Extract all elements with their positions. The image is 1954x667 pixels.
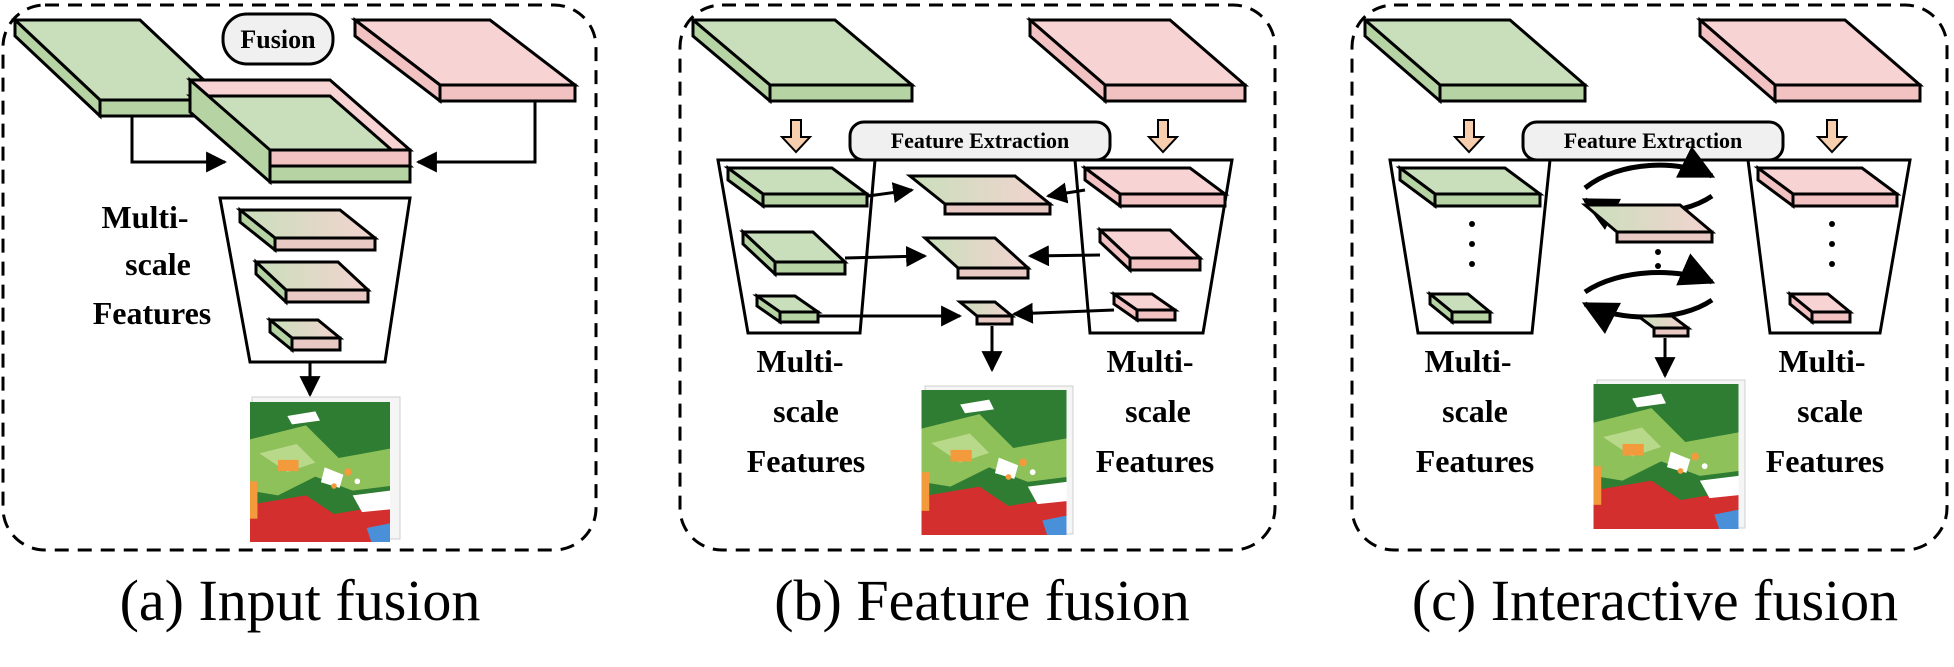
panel-a-feature-2 — [252, 258, 372, 306]
panel-c-right-feature-1 — [1753, 165, 1902, 209]
panel-b-pink-input — [1025, 16, 1250, 105]
panel-b-left-down-arrow — [779, 119, 813, 154]
panel-c-fused-feature-1 — [1580, 203, 1717, 244]
panel-a-features-label-3: Features — [93, 295, 211, 331]
panel-c-right-label-2: scale — [1797, 393, 1863, 429]
panel-b-right-down-arrow — [1146, 119, 1180, 154]
panel-c-right-down-arrow — [1815, 119, 1849, 154]
panel-a-feature-1 — [235, 206, 380, 254]
panel-a-features-label-2: scale — [125, 246, 191, 282]
panel-a-features-label-1: Multi- — [101, 199, 188, 235]
panel-c-left-down-arrow — [1452, 119, 1486, 154]
panel-b-right-label-1: Multi- — [1106, 343, 1193, 379]
panel-b-right-feature-3 — [1109, 291, 1180, 323]
panel-b-left-label-1: Multi- — [756, 343, 843, 379]
panel-b-left-feature-3 — [752, 293, 823, 325]
panel-a-frame — [1, 3, 598, 552]
panel-a-feature-3 — [265, 316, 345, 354]
caption-c: (c) Interactive fusion — [1412, 568, 1898, 633]
panel-b-left-feature-1 — [723, 165, 872, 209]
panel-c-extraction-label: Feature Extraction — [1564, 128, 1743, 153]
panel-b-right-feature-1 — [1080, 165, 1230, 209]
panel-c-pink-input — [1695, 16, 1925, 105]
panel-b-arrow-l2 — [844, 245, 928, 267]
pink-merge-arrow — [415, 101, 537, 173]
panel-c-right-feature-2 — [1785, 290, 1855, 326]
panel-b-extraction-label: Feature Extraction — [891, 128, 1070, 153]
panel-b-arrow-r1 — [1045, 182, 1086, 204]
panel-c-fused-feature-2 — [1633, 314, 1693, 338]
panel-c-left-feature-1 — [1395, 165, 1545, 209]
panel-b-right-feature-2 — [1096, 226, 1204, 274]
panel-c-left-label-2: scale — [1442, 393, 1508, 429]
caption-a: (a) Input fusion — [120, 568, 481, 633]
panel-b-arrow-r2 — [1027, 245, 1101, 267]
panel-b-fused-feature-2 — [921, 236, 1032, 280]
panel-b: Feature Extraction — [678, 3, 1277, 633]
green-merge-arrow — [130, 116, 228, 173]
panel-c-left-dots — [1469, 221, 1475, 267]
panel-b-arrow-r3 — [1011, 302, 1115, 324]
panel-c-left-label-3: Features — [1416, 443, 1534, 479]
caption-b: (b) Feature fusion — [774, 568, 1190, 633]
bidirectional-arrows-icon — [1581, 253, 1716, 334]
panel-b-green-input — [688, 16, 917, 105]
panel-c-right-label-1: Multi- — [1778, 343, 1865, 379]
panel-c-right-label-3: Features — [1766, 443, 1884, 479]
panel-b-arrow-l1 — [867, 182, 915, 203]
panel-a: Fusion Multi- s — [1, 3, 598, 633]
panel-c-frame — [1350, 3, 1949, 552]
segmentation-map-icon — [921, 385, 1074, 535]
segmentation-map-icon — [250, 396, 401, 542]
panel-b-extraction-badge: Feature Extraction — [848, 120, 1112, 162]
panel-b-left-label-2: scale — [773, 393, 839, 429]
panel-a-pink-input — [350, 16, 580, 105]
fusion-badge: Fusion — [221, 12, 335, 66]
panel-b-left-feature-2 — [739, 228, 849, 278]
panel-c: Feature Extraction — [1350, 3, 1949, 633]
panel-c-left-feature-2 — [1425, 290, 1495, 326]
panel-c-middle-dots — [1655, 249, 1661, 269]
panel-b-fused-feature-1 — [905, 174, 1055, 216]
panel-b-fused-feature-3 — [955, 300, 1017, 326]
segmentation-map-icon — [1593, 379, 1746, 529]
panel-b-right-label-3: Features — [1096, 443, 1214, 479]
panel-b-left-label-3: Features — [747, 443, 865, 479]
fusion-label: Fusion — [240, 25, 316, 54]
panel-c-green-input — [1360, 16, 1590, 105]
panel-c-extraction-badge: Feature Extraction — [1521, 120, 1785, 162]
panel-b-right-label-2: scale — [1125, 393, 1191, 429]
panel-b-frame — [678, 3, 1277, 552]
panel-c-left-label-1: Multi- — [1424, 343, 1511, 379]
panel-c-right-dots — [1829, 221, 1835, 267]
panel-a-fused-input — [186, 76, 414, 186]
